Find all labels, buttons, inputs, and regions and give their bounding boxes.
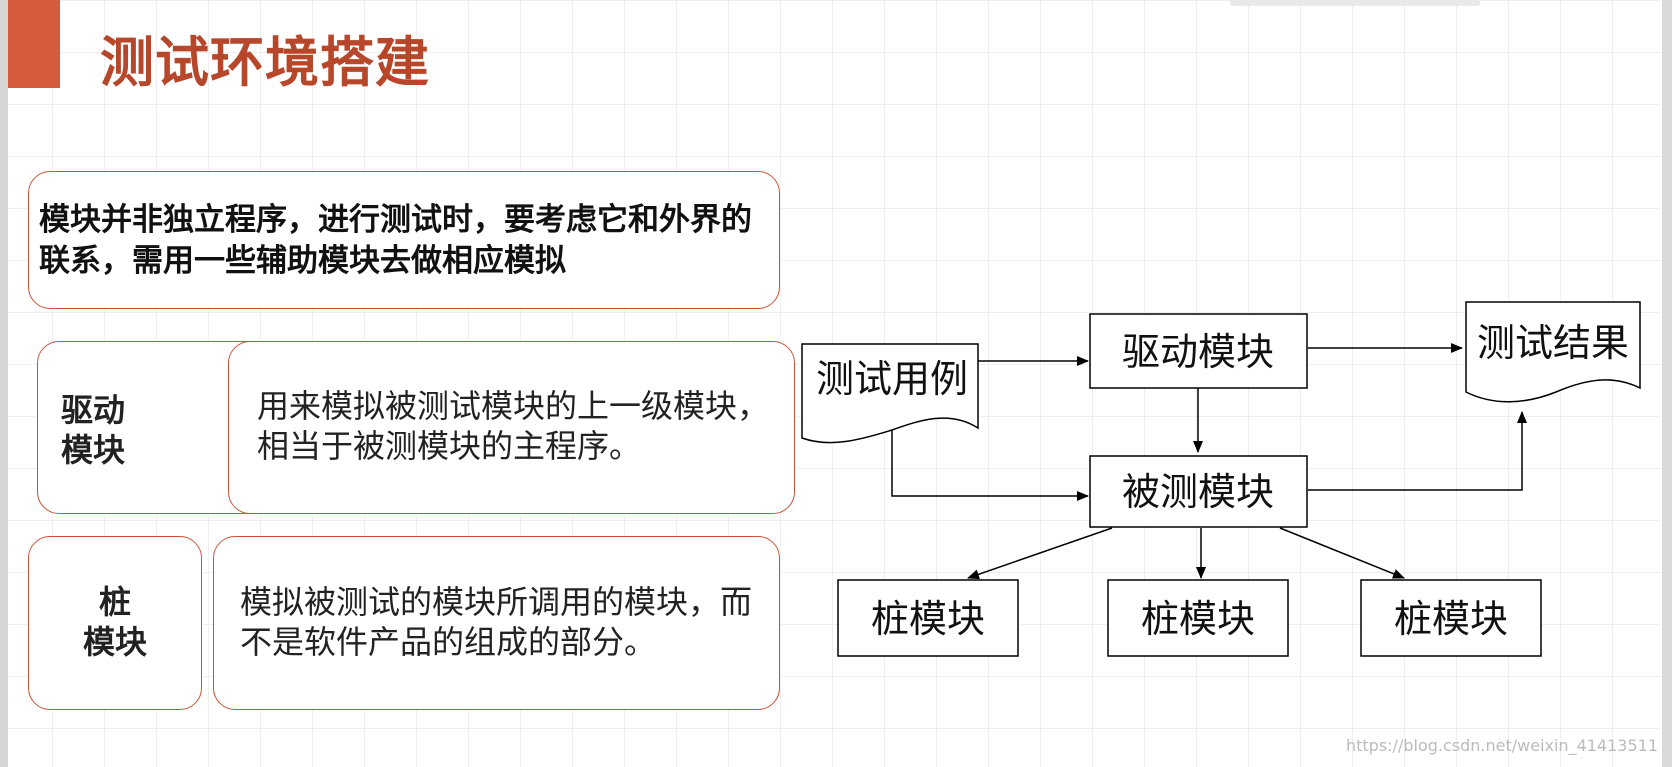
edge-testcase-to-undertest xyxy=(891,424,1089,501)
test-result-label: 测试结果 xyxy=(1477,321,1629,365)
left-edge-bar xyxy=(0,0,8,767)
stub-module-node-2 xyxy=(1107,579,1289,657)
module-under-test-label: 被测模块 xyxy=(1122,470,1274,514)
stub-description: 模拟被测试的模块所调用的模块，而不是软件产品的组成的部分。 xyxy=(240,583,753,661)
watermark: https://blog.csdn.net/weixin_41413511 xyxy=(1345,736,1658,755)
title-accent-block xyxy=(8,0,60,88)
stub-description-box: 模拟被测试的模块所调用的模块，而不是软件产品的组成的部分。 xyxy=(213,536,780,710)
driver-description-box: 用来模拟被测试模块的上一级模块，相当于被测模块的主程序。 xyxy=(228,341,795,514)
intro-box: 模块并非独立程序，进行测试时，要考虑它和外界的联系，需用一些辅助模块去做相应模拟 xyxy=(28,171,780,309)
driver-label-line1: 驱动 xyxy=(60,391,125,429)
stub-module-node-1 xyxy=(837,579,1019,657)
driver-label-line2: 模块 xyxy=(60,431,125,469)
test-case-label: 测试用例 xyxy=(816,357,968,401)
stub-label: 桩 模块 xyxy=(29,582,201,662)
stub-label-line2: 模块 xyxy=(82,623,147,661)
driver-module-label: 驱动模块 xyxy=(1122,330,1274,374)
test-result-node xyxy=(1465,301,1641,403)
stub-module-label-1: 桩模块 xyxy=(871,597,985,641)
driver-description: 用来模拟被测试模块的上一级模块，相当于被测模块的主程序。 xyxy=(257,387,770,465)
top-tab-decoration xyxy=(1230,0,1480,6)
edge-undertest-to-stub1 xyxy=(967,527,1113,580)
test-case-node xyxy=(801,343,979,444)
module-under-test-node xyxy=(1089,455,1308,528)
stub-label-line1: 桩 xyxy=(98,583,131,621)
stub-module-node-3 xyxy=(1360,579,1542,657)
driver-label: 驱动 模块 xyxy=(8,390,178,470)
edge-undertest-to-result xyxy=(1308,411,1527,491)
stub-label-box: 桩 模块 xyxy=(28,536,202,710)
driver-module-node xyxy=(1089,313,1308,389)
right-edge-bar xyxy=(1662,0,1672,767)
slide-title: 测试环境搭建 xyxy=(100,31,430,94)
edge-undertest-to-stub3 xyxy=(1279,527,1405,579)
stub-module-label-2: 桩模块 xyxy=(1141,597,1255,641)
stub-module-label-3: 桩模块 xyxy=(1394,597,1508,641)
intro-text: 模块并非独立程序，进行测试时，要考虑它和外界的联系，需用一些辅助模块去做相应模拟 xyxy=(39,202,752,279)
